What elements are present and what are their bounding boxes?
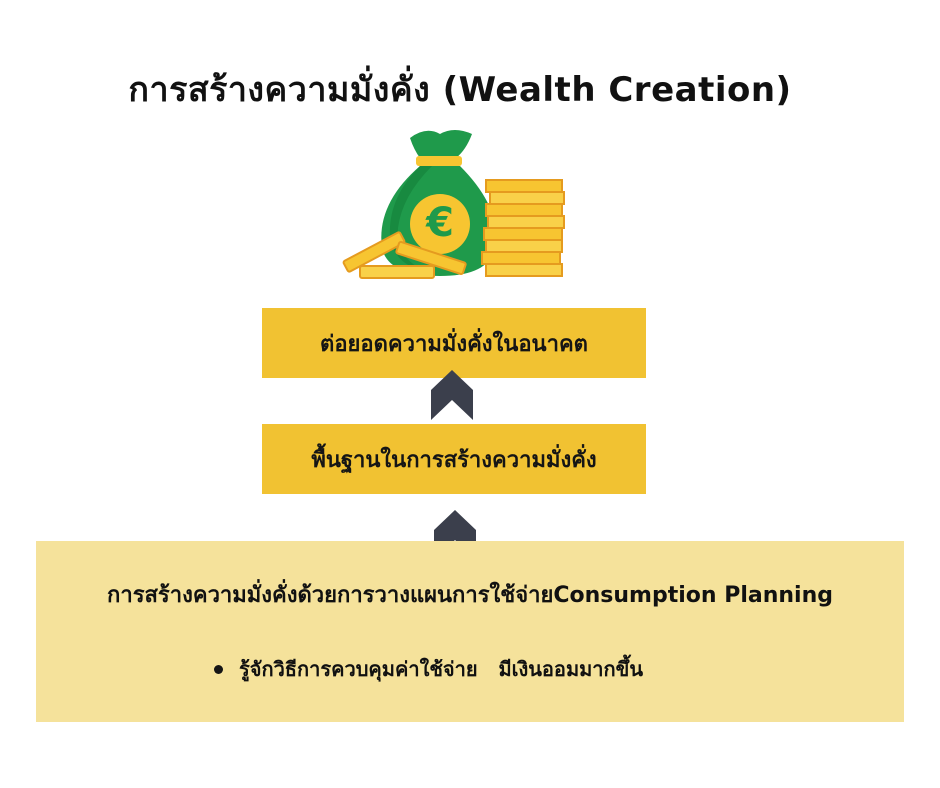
bullet-item: รู้จักวิธีการควบคุมค่าใช้จ่าย มีเงินออมม…	[214, 653, 643, 685]
step-consumption-planning-heading: การสร้างความมั่งคั่งด้วยการวางแผนการใช้จ…	[107, 583, 833, 608]
step-wealth-foundation-label: พื้นฐานในการสร้างความมั่งคั่ง	[311, 447, 597, 473]
step-wealth-foundation: พื้นฐานในการสร้างความมั่งคั่ง	[262, 424, 646, 494]
step-consumption-planning: การสร้างความมั่งคั่งด้วยการวางแผนการใช้จ…	[36, 541, 904, 722]
page-title: การสร้างความมั่งคั่ง (Wealth Creation)	[128, 70, 792, 110]
bullet-dot-icon	[214, 664, 223, 674]
bullet-text: รู้จักวิธีการควบคุมค่าใช้จ่าย มีเงินออมม…	[239, 657, 643, 681]
step-future-wealth-label: ต่อยอดความมั่งคั่งในอนาคต	[320, 331, 588, 357]
step-future-wealth: ต่อยอดความมั่งคั่งในอนาคต	[262, 308, 646, 378]
euro-symbol: €	[425, 200, 454, 246]
money-bag-euro-icon: €	[342, 130, 565, 279]
chevron-up-icon	[431, 370, 473, 420]
bullet-list: รู้จักวิธีการควบคุมค่าใช้จ่าย มีเงินออมม…	[214, 653, 643, 685]
